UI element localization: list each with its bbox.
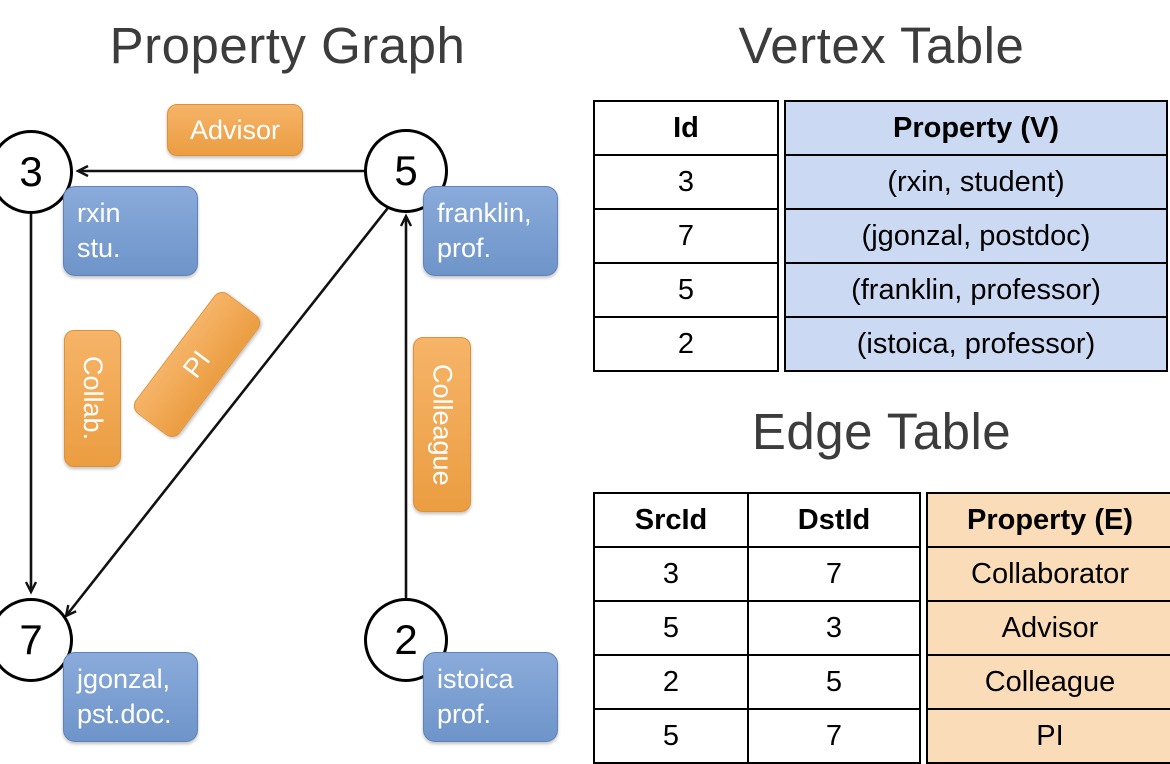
property-graph-title: Property Graph: [109, 17, 466, 74]
table-row: 5 3: [593, 600, 921, 656]
vertex-id-cell: 5: [593, 262, 779, 318]
vertex-circle-7: 7: [0, 598, 73, 682]
table-header-row: SrcId DstId: [593, 492, 921, 548]
vertex-property-box-5: franklin, prof.: [423, 186, 558, 277]
vertex-table-header-property: Property (V): [784, 100, 1168, 156]
vertex-table-title: Vertex Table: [738, 17, 1025, 74]
vertex-id-label: 7: [19, 616, 43, 663]
graph-edge-arrows: [24, 164, 413, 619]
edge-property-cell: Colleague: [926, 654, 1170, 710]
vertex-table-id-column: Id 3 7 5 2: [593, 100, 779, 372]
edge-dstid-cell: 3: [747, 600, 921, 656]
table-row: (franklin, professor): [784, 262, 1168, 318]
edge-label-advisor: Advisor: [167, 104, 303, 156]
vertex-property-cell: (istoica, professor): [784, 316, 1168, 372]
vertex-id-cell: 2: [593, 316, 779, 372]
edge-table-header-property: Property (E): [926, 492, 1170, 548]
table-header-row: Property (V): [784, 100, 1168, 156]
vertex-id-cell: 7: [593, 208, 779, 264]
table-row: 3: [593, 154, 779, 210]
edge-dstid-cell: 7: [747, 546, 921, 602]
edge-dstid-cell: 5: [747, 654, 921, 710]
table-row: 2: [593, 316, 779, 372]
edge-table-title: Edge Table: [751, 403, 1012, 460]
vertex-property-cell: (rxin, student): [784, 154, 1168, 210]
table-row: Advisor: [926, 600, 1170, 656]
table-row: PI: [926, 708, 1170, 764]
table-row: Collaborator: [926, 546, 1170, 602]
table-row: 7: [593, 208, 779, 264]
edge-srcid-cell: 2: [593, 654, 749, 710]
table-row: (istoica, professor): [784, 316, 1168, 372]
edge-dstid-cell: 7: [747, 708, 921, 764]
table-row: 5: [593, 262, 779, 318]
table-row: (jgonzal, postdoc): [784, 208, 1168, 264]
vertex-property-box-7: jgonzal, pst.doc.: [63, 652, 198, 743]
vertex-id-label: 2: [394, 616, 418, 663]
property-graph-diagram: 3 5 7 2 rxin stu. franklin, prof. jgonza…: [0, 0, 575, 760]
vertex-table-property-column: Property (V) (rxin, student) (jgonzal, p…: [784, 100, 1168, 372]
table-header-row: Property (E): [926, 492, 1170, 548]
edge-property-cell: Advisor: [926, 600, 1170, 656]
table-row: Colleague: [926, 654, 1170, 710]
vertex-id-label: 5: [394, 147, 418, 194]
table-row: 2 5: [593, 654, 921, 710]
edge-table-id-columns: SrcId DstId 3 7 5 3 2 5 5 7: [593, 492, 921, 764]
edge-property-cell: PI: [926, 708, 1170, 764]
table-row: 3 7: [593, 546, 921, 602]
vertex-id-label: 3: [19, 148, 43, 195]
vertex-id-cell: 3: [593, 154, 779, 210]
table-row: (rxin, student): [784, 154, 1168, 210]
vertex-circle-3: 3: [0, 130, 73, 214]
edge-table: SrcId DstId 3 7 5 3 2 5 5 7 Property (E)…: [593, 492, 1170, 764]
vertex-table-header-id: Id: [593, 100, 779, 156]
edge-table-header-srcid: SrcId: [593, 492, 749, 548]
vertex-property-cell: (jgonzal, postdoc): [784, 208, 1168, 264]
edge-arrow-5-to-7: [64, 203, 393, 619]
vertex-property-cell: (franklin, professor): [784, 262, 1168, 318]
edge-srcid-cell: 5: [593, 708, 749, 764]
table-row: 5 7: [593, 708, 921, 764]
vertex-property-box-3: rxin stu.: [63, 186, 198, 277]
edge-table-property-column: Property (E) Collaborator Advisor Collea…: [926, 492, 1170, 764]
edge-table-header-dstid: DstId: [747, 492, 921, 548]
table-header-row: Id: [593, 100, 779, 156]
edge-srcid-cell: 3: [593, 546, 749, 602]
edge-srcid-cell: 5: [593, 600, 749, 656]
edge-label-collaborator: Collab.: [64, 330, 121, 467]
vertex-table: Id 3 7 5 2 Property (V) (rxin, student) …: [593, 100, 1168, 372]
edge-property-cell: Collaborator: [926, 546, 1170, 602]
vertex-property-box-2: istoica prof.: [423, 652, 558, 743]
edge-label-colleague: Colleague: [413, 337, 471, 512]
